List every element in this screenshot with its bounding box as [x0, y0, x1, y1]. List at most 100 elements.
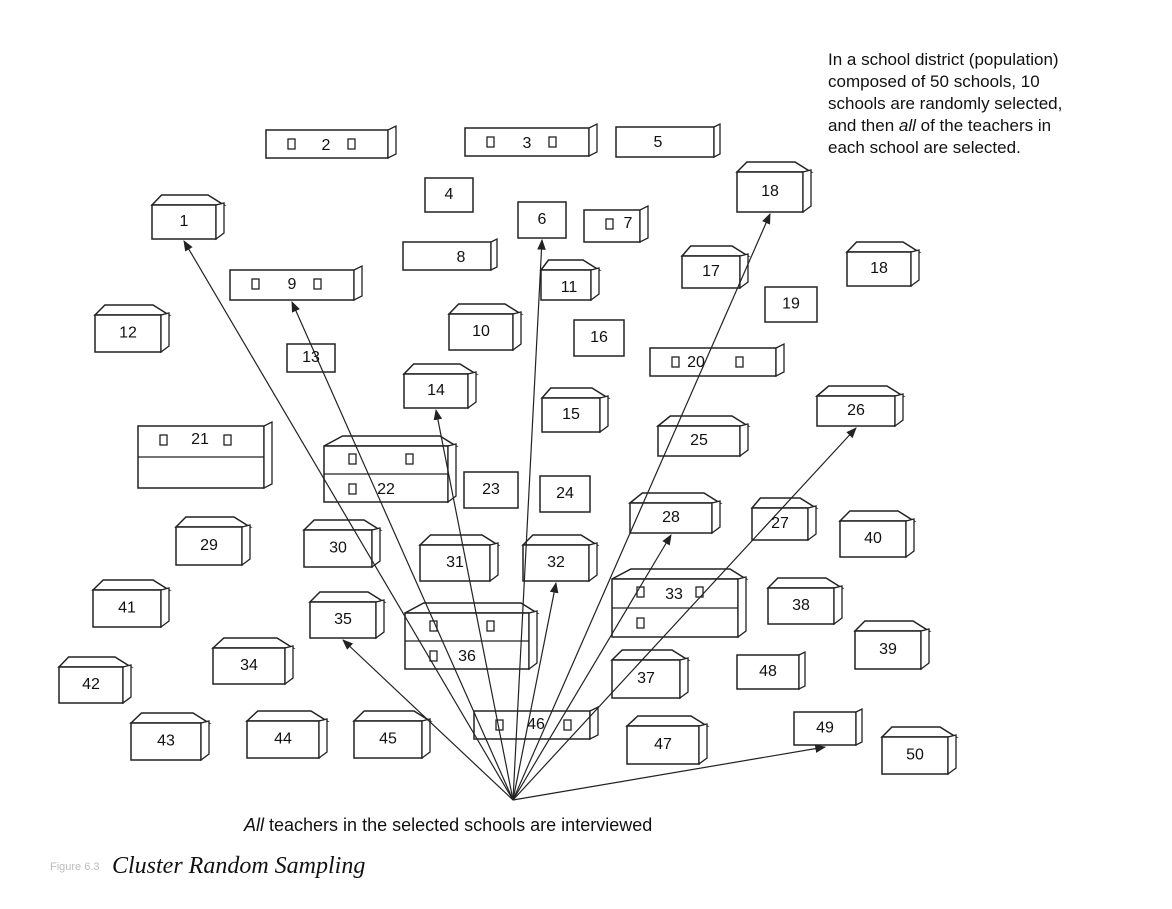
building-wall [629, 502, 713, 534]
school-24 [539, 475, 591, 513]
selection-arrow [512, 238, 546, 801]
school-16 [573, 319, 625, 357]
roof [838, 510, 917, 522]
building-wall [615, 126, 715, 158]
school-label: 36 [458, 648, 476, 665]
school-18-right [845, 241, 922, 288]
school-37 [610, 649, 691, 700]
school-29 [174, 516, 253, 567]
school-23 [463, 471, 519, 509]
selection-arrow [512, 744, 827, 801]
building-wall [448, 313, 514, 351]
roof [853, 620, 932, 632]
building-side [920, 628, 930, 671]
building-wall [463, 471, 519, 509]
building-wall [649, 347, 777, 377]
school-label: 6 [538, 211, 547, 228]
building-wall [94, 314, 162, 353]
building-wall [854, 630, 922, 670]
building-wall [424, 177, 474, 213]
building-side [590, 267, 600, 302]
roof [352, 710, 433, 722]
building-side [947, 734, 957, 776]
school-42 [57, 656, 134, 705]
school-label: 50 [906, 747, 924, 764]
building-side [241, 524, 251, 567]
building-wall [539, 475, 591, 513]
description-line: and then all of the teachers in [828, 115, 1158, 137]
building-side [910, 249, 920, 288]
building-side [639, 204, 649, 244]
school-label: 48 [759, 663, 777, 680]
school-label: 21 [191, 431, 209, 448]
roof [611, 568, 749, 580]
school-label: 45 [379, 731, 397, 748]
school-label: 30 [329, 540, 347, 557]
school-17 [680, 245, 751, 290]
school-label: 41 [118, 600, 136, 617]
roof [91, 579, 172, 591]
building-side [122, 664, 132, 705]
building-side [512, 311, 522, 352]
school-50 [880, 726, 959, 776]
building-side [737, 576, 747, 639]
building-side [490, 237, 498, 272]
school-label: 2 [322, 137, 331, 154]
roof [814, 385, 906, 397]
bottom-caption-text: teachers in the selected schools are int… [264, 815, 653, 835]
building-wall [657, 425, 741, 457]
building-side [894, 393, 904, 428]
selection-arrow [512, 427, 857, 801]
school-10 [447, 303, 524, 352]
school-label: 31 [446, 554, 464, 571]
school-25 [655, 415, 751, 458]
school-8 [402, 237, 498, 272]
school-46 [473, 705, 599, 741]
school-22 [323, 435, 459, 504]
description-line: In a school district (population) [828, 50, 1059, 69]
building-wall [175, 526, 243, 566]
selection-arrows-layer [183, 213, 857, 801]
roof [655, 415, 751, 427]
school-28 [627, 492, 723, 535]
selection-arrow [512, 213, 771, 801]
building-side [160, 312, 170, 354]
school-41 [91, 579, 172, 629]
school-label: 8 [457, 249, 466, 266]
building-side [711, 500, 721, 535]
school-45 [352, 710, 433, 760]
roof [540, 387, 611, 399]
school-label: 20 [687, 354, 705, 371]
building-wall [229, 269, 355, 301]
building-side [421, 718, 431, 760]
school-label: 3 [523, 135, 532, 152]
school-label: 43 [157, 733, 175, 750]
building-wall [793, 711, 857, 746]
building-side [833, 585, 843, 626]
building-side [447, 443, 457, 504]
roof [845, 241, 922, 253]
building-side [802, 169, 812, 214]
building-wall [751, 507, 809, 541]
school-label: 23 [482, 481, 500, 498]
roof [174, 516, 253, 528]
building-side [489, 542, 499, 583]
roof [680, 245, 751, 257]
school-35 [308, 591, 387, 640]
school-label: 16 [590, 329, 608, 346]
school-label: 28 [662, 509, 680, 526]
school-label: 9 [288, 276, 297, 293]
building-wall [402, 241, 492, 271]
roof [735, 161, 814, 173]
school-39 [853, 620, 932, 671]
description-line: schools are randomly selected, [828, 94, 1063, 113]
school-label: 19 [782, 296, 800, 313]
selection-arrow [512, 581, 559, 801]
school-label: 27 [771, 515, 789, 532]
building-side [739, 253, 749, 290]
figure-title: Cluster Random Sampling [111, 853, 366, 879]
selection-arrow [512, 534, 672, 801]
school-label: 46 [527, 716, 545, 733]
